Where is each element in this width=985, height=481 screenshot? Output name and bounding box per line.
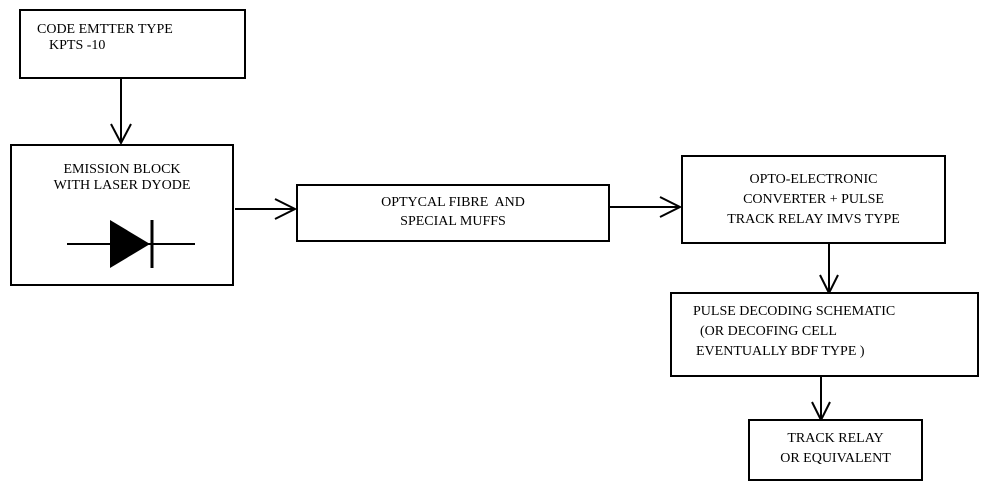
arrowhead-fibre-to-converter [659, 196, 683, 218]
track-relay-line-1: TRACK RELAY [787, 431, 884, 446]
track-relay-line-2: OR EQUIVALENT [780, 451, 891, 466]
code-emitter-line-2: KPTS -10 [49, 38, 106, 53]
decoding-line-1: PULSE DECODING SCHEMATIC [693, 304, 896, 319]
optical-fibre-line-1: OPTYCAL FIBRE AND [381, 195, 525, 210]
converter-line-2: CONVERTER + PULSE [743, 192, 884, 207]
code-emitter-line-1: CODE EMTTER TYPE [37, 22, 173, 37]
laser-diode-icon [67, 220, 195, 268]
code-emitter-block: CODE EMTTER TYPE KPTS -10 [19, 9, 246, 79]
converter-line-3: TRACK RELAY IMVS TYPE [727, 212, 900, 227]
arrowhead-code-to-emission [110, 123, 132, 146]
track-relay-block: TRACK RELAY OR EQUIVALENT [748, 419, 923, 481]
decoding-line-3: EVENTUALLY BDF TYPE ) [696, 344, 865, 359]
decoding-line-2: (OR DECOFING CELL [700, 324, 837, 339]
optical-fibre-line-2: SPECIAL MUFFS [400, 214, 506, 229]
emission-line-1: EMISSION BLOCK [63, 162, 181, 177]
opto-electronic-converter-block: OPTO-ELECTRONIC CONVERTER + PULSE TRACK … [681, 155, 946, 244]
optical-fibre-block: OPTYCAL FIBRE AND SPECIAL MUFFS [296, 184, 610, 242]
emission-block: EMISSION BLOCK WITH LASER DYODE [10, 144, 234, 286]
converter-line-1: OPTO-ELECTRONIC [749, 172, 878, 187]
pulse-decoding-block: PULSE DECODING SCHEMATIC (OR DECOFING CE… [670, 292, 979, 377]
arrowhead-emission-to-fibre [274, 198, 298, 220]
emission-line-2: WITH LASER DYODE [53, 178, 191, 193]
